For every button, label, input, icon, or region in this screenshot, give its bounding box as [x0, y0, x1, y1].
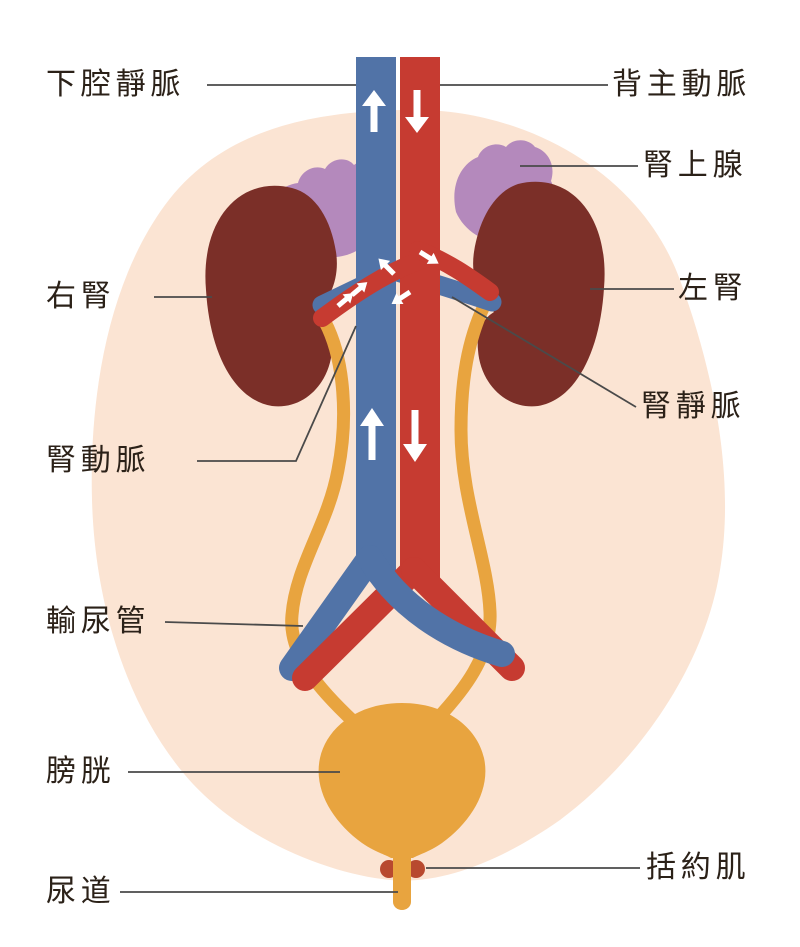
label-left-kidney: 左腎: [678, 272, 748, 305]
flow-arrow-down-left-icon: [391, 289, 412, 304]
leader-lines: [120, 84, 674, 893]
right-iliac-vein-shape: [357, 545, 515, 667]
label-renal-vein: 腎靜脈: [641, 390, 746, 423]
label-right-kidney: 右腎: [46, 280, 116, 313]
bladder-shape: [318, 703, 486, 858]
leader-ureter: [164, 621, 304, 627]
label-inferior-vena-cava: 下腔靜脈: [46, 68, 186, 101]
flow-arrows: [336, 90, 439, 462]
flow-arrow-down-icon: [403, 410, 427, 462]
flow-arrow-up-icon: [362, 90, 386, 132]
flow-arrow-up-right-icon: [336, 293, 354, 308]
label-urethra: 尿道: [46, 875, 116, 908]
leader-renal-artery: [197, 325, 357, 462]
label-sphincter: 括約肌: [646, 851, 751, 884]
label-bladder: 膀胱: [46, 755, 116, 788]
left-kidney-shape: [473, 181, 605, 407]
flow-arrow-down-icon: [405, 90, 429, 133]
left-iliac-vein-shape: [279, 545, 383, 681]
flow-arrow-up-left-icon: [378, 258, 396, 276]
leader-renal-vein: [451, 296, 637, 408]
label-renal-artery: 腎動脈: [46, 444, 151, 477]
flow-arrow-up-right-icon: [350, 282, 368, 297]
right-kidney-shape: [205, 185, 337, 407]
flow-arrow-down-right-icon: [418, 249, 439, 264]
label-dorsal-aorta: 背主動脈: [612, 68, 752, 101]
left-ureter-shape: [431, 299, 497, 725]
label-ureter: 輸尿管: [46, 605, 151, 638]
label-adrenal-gland: 腎上腺: [643, 149, 748, 182]
flow-arrow-up-icon: [360, 408, 384, 460]
right-renal-artery-shape: [313, 249, 437, 327]
urethra-shape: [393, 854, 411, 910]
